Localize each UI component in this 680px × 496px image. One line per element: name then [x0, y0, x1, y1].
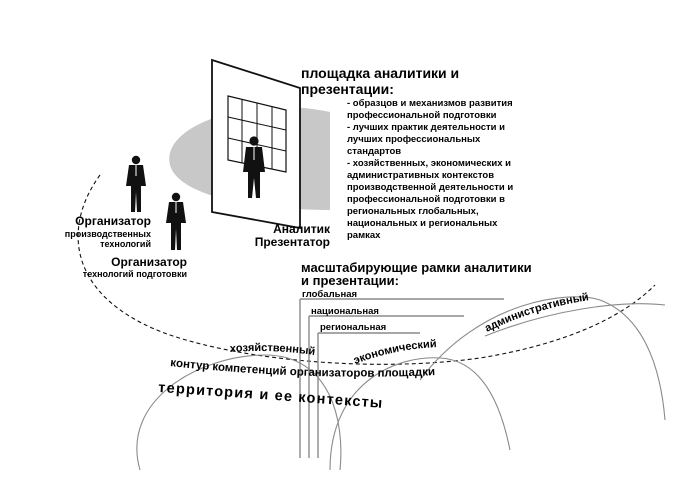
frame-global-label: глобальная — [302, 289, 357, 300]
platform-list-line: национальных и региональных — [347, 218, 498, 229]
territory-label: территория и ее контексты — [158, 380, 384, 412]
organizer-production-line: производственных — [65, 229, 151, 239]
scaling-frames — [299, 298, 504, 458]
platform-list-line: профессиональной подготовки — [347, 110, 497, 121]
analyst-label-line-1: Аналитик — [273, 222, 331, 236]
organizer-training-title: Организатор — [111, 255, 187, 269]
arc-administrative-label: административный — [483, 291, 590, 334]
frames-title-line-2: и презентации: — [301, 273, 399, 288]
organizer-training-line: технологий подготовки — [83, 269, 187, 279]
person-figure-icon — [243, 136, 265, 198]
platform-list-line: лучших профессиональных — [347, 134, 481, 145]
organizer-production-title: Организатор — [75, 214, 151, 228]
frame-national-label: национальная — [311, 306, 379, 317]
competence-contour-line — [77, 174, 656, 365]
territory-arcs — [136, 296, 666, 471]
organizer-production-line: технологий — [100, 239, 151, 249]
arc-economic-label: экономический — [352, 338, 437, 367]
platform-list-line: рамках — [347, 230, 381, 241]
person-figure-icon — [126, 155, 146, 212]
platform-list-line: административных контекстов — [347, 170, 494, 181]
platform-list-line: - лучших практик деятельности и — [347, 122, 505, 133]
platform-list-line: производственной деятельности и — [347, 182, 513, 193]
platform-list-line: - хозяйственных, экономических и — [347, 158, 511, 169]
frame-regional-label: региональная — [320, 322, 386, 333]
platform-title-line-2: презентации: — [301, 81, 394, 97]
platform-title-line-1: площадка аналитики и — [301, 65, 459, 81]
frames-title-line-1: масштабирующие рамки аналитики — [301, 260, 532, 275]
platform-list: - образцов и механизмов развития професс… — [347, 98, 513, 241]
person-figure-icon — [166, 192, 186, 250]
platform-list-line: стандартов — [347, 146, 401, 157]
platform-list-line: - образцов и механизмов развития — [347, 98, 513, 109]
analyst-label-line-2: Презентатор — [255, 235, 330, 249]
arc-business-label: хозяйственный — [230, 342, 316, 358]
platform-list-line: профессиональной подготовки в — [347, 194, 505, 205]
platform-list-line: региональных глобальных, — [347, 206, 479, 217]
